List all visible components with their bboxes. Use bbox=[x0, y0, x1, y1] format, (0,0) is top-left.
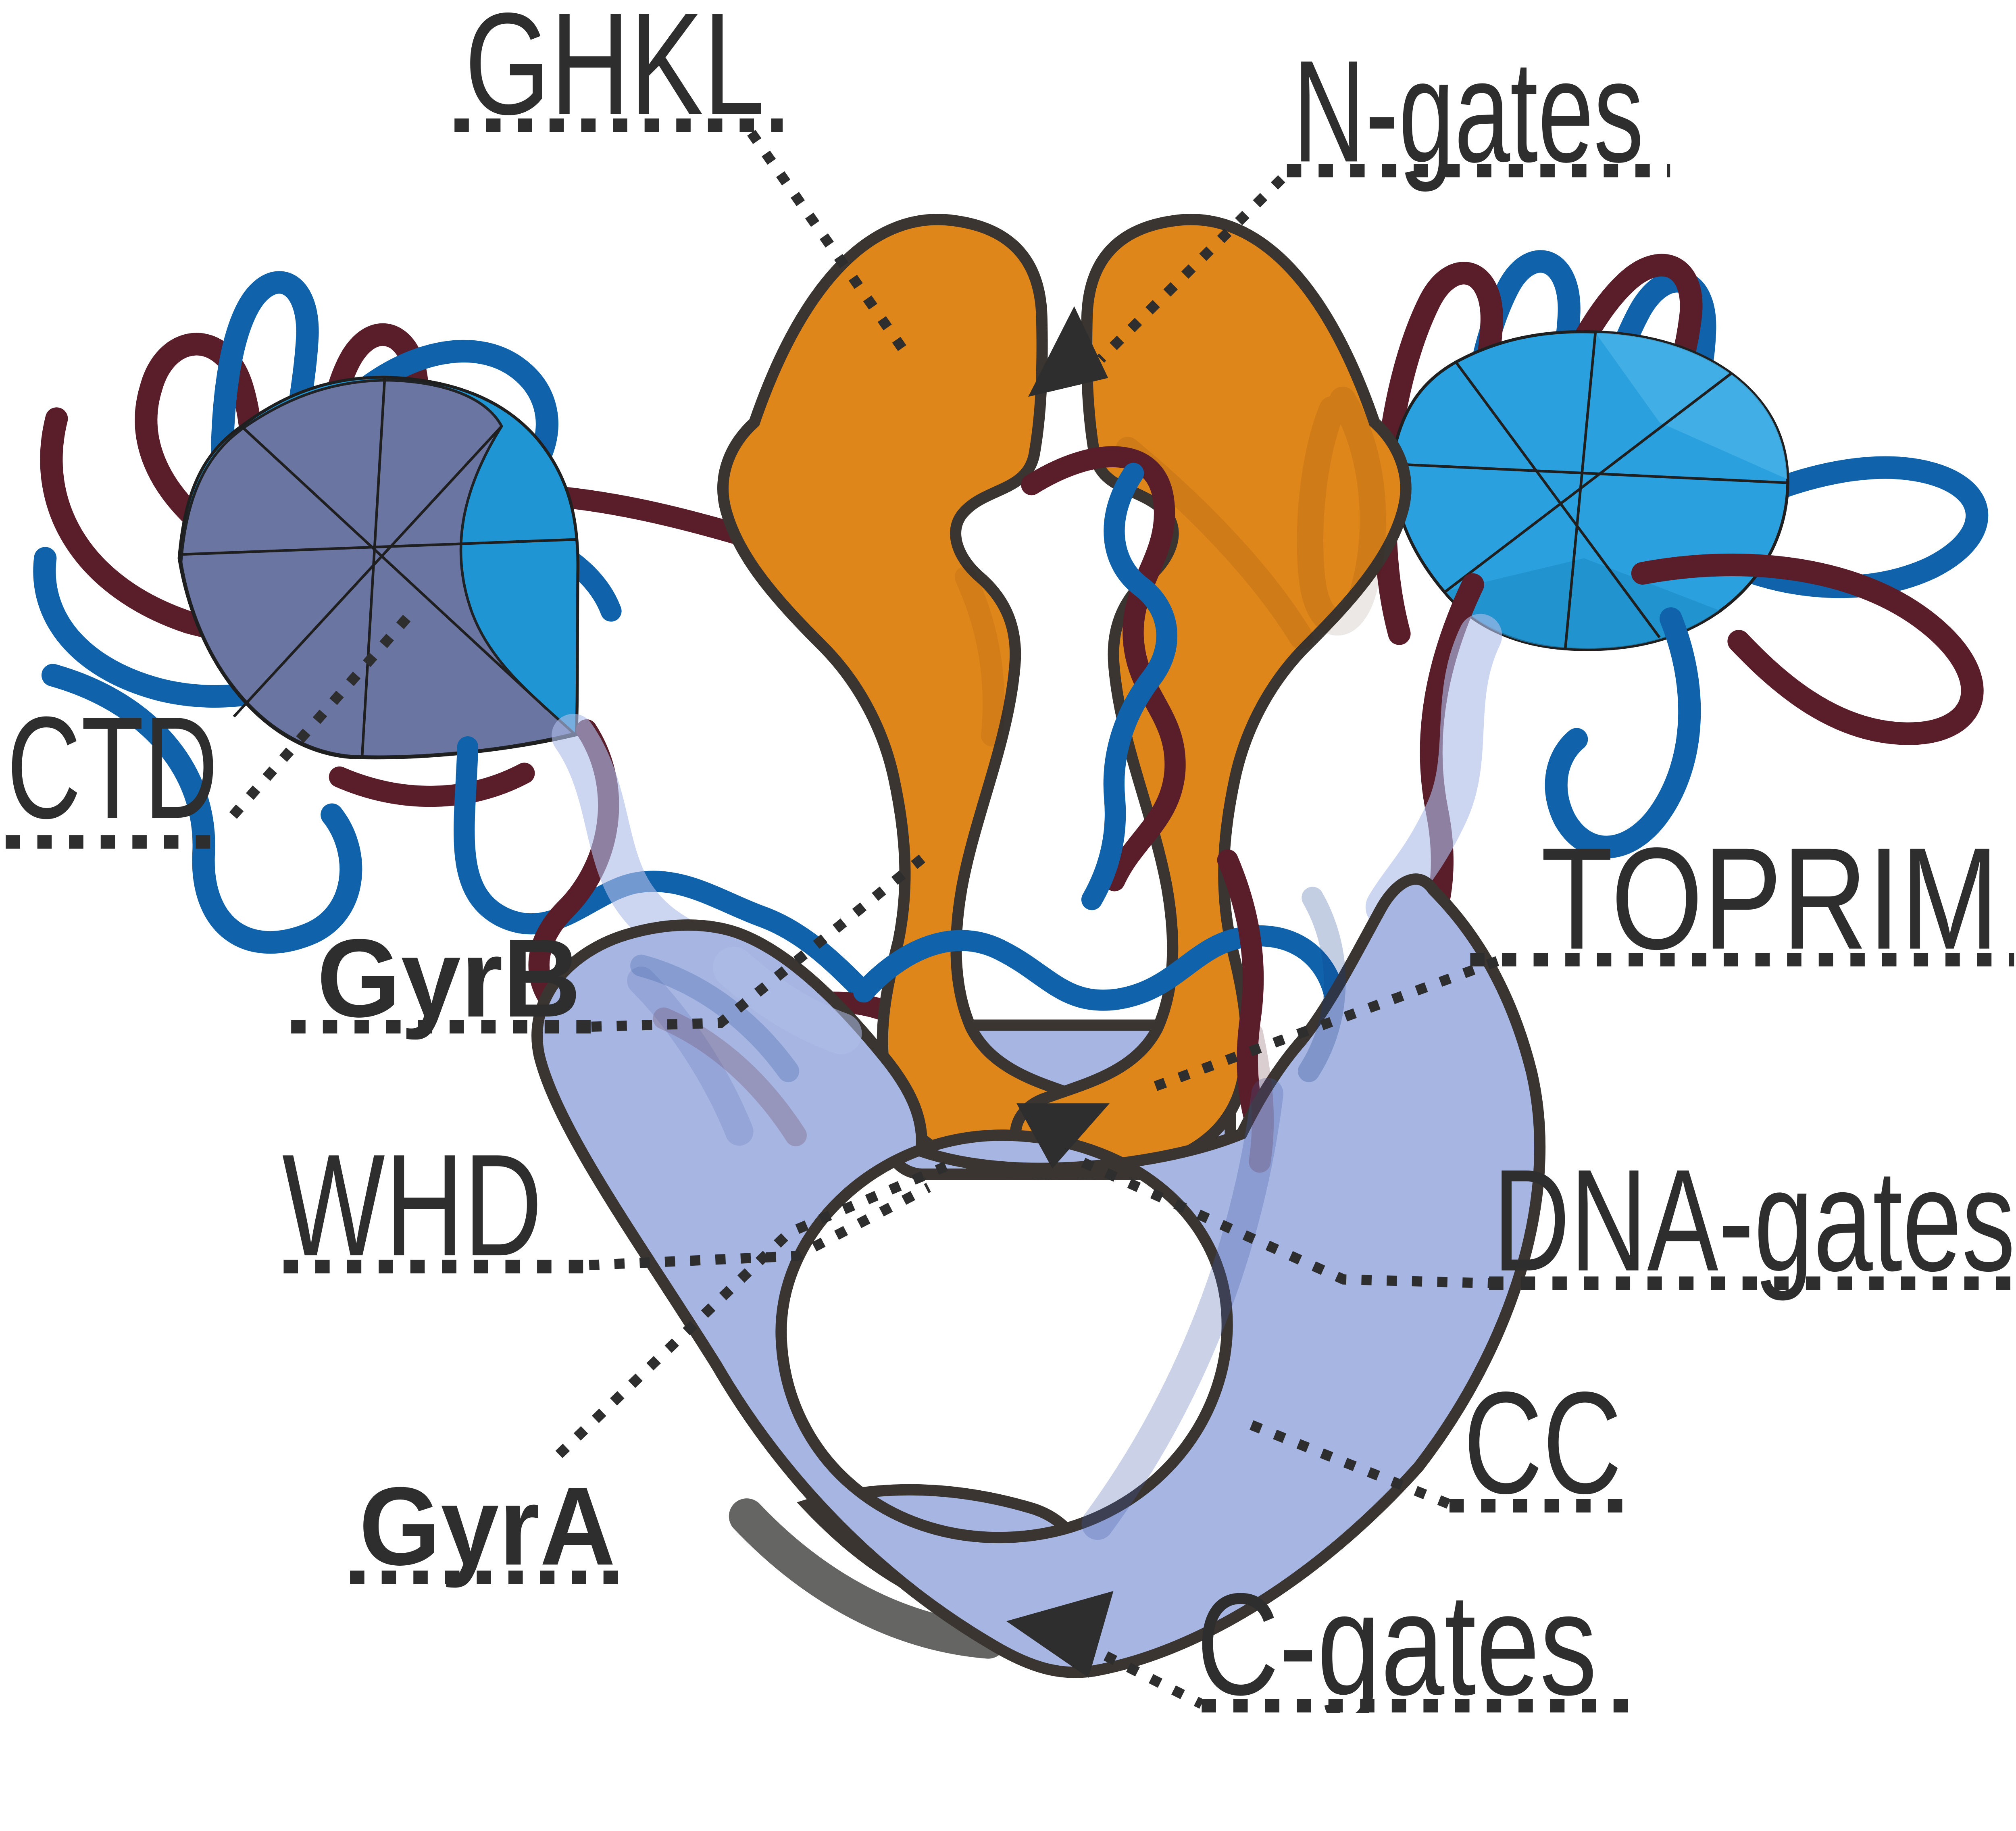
dna-strand-blue bbox=[1545, 607, 1701, 858]
dna-strand-blue bbox=[1081, 462, 1178, 910]
n-gate-arrowhead-icon bbox=[1028, 306, 1108, 397]
gate-arrows bbox=[1006, 306, 1114, 1678]
whd-leader bbox=[589, 1183, 931, 1271]
ctd-disc-left bbox=[177, 375, 580, 760]
gyra-body bbox=[531, 873, 1546, 1678]
ctd-disc-right-facet-light bbox=[1595, 333, 1787, 479]
cc-leader bbox=[1250, 1420, 1452, 1509]
diagram-canvas: GHKL N-gates CTD GyrB TOPRIM WHD DNA-gat… bbox=[6, 0, 2016, 1713]
ctd-disc-left-facets bbox=[180, 378, 577, 757]
dna-strand-blue bbox=[41, 664, 362, 954]
dna-gate-arrowhead-icon bbox=[1016, 1103, 1110, 1169]
label-c-gates: C-gates bbox=[1196, 1563, 1597, 1713]
ctd-leader bbox=[229, 610, 414, 819]
label-n-gates: N-gates bbox=[1293, 30, 1644, 193]
label-gyra: GyrA bbox=[359, 1464, 616, 1589]
dna-gates-leader bbox=[1081, 1158, 1489, 1289]
dna-strand-maroon bbox=[329, 762, 535, 807]
ctd-disc-left-face bbox=[179, 379, 577, 758]
gyrase-diagram: GHKL N-gates CTD GyrB TOPRIM WHD DNA-gat… bbox=[6, 0, 2016, 1713]
label-whd: WHD bbox=[282, 1124, 542, 1286]
dna-strand-maroon bbox=[1631, 553, 1984, 745]
ctd-disc-right-facets bbox=[1391, 331, 1788, 649]
label-cc: CC bbox=[1464, 1362, 1622, 1524]
dna-strand-blue bbox=[853, 925, 1346, 1011]
label-ghkl: GHKL bbox=[464, 0, 764, 145]
label-gyrb: GyrB bbox=[317, 916, 581, 1041]
label-toprim: TOPRIM bbox=[1541, 818, 1999, 980]
label-underlines bbox=[6, 118, 2016, 1712]
ghkl-leader bbox=[747, 130, 912, 360]
leader-lines bbox=[229, 130, 1500, 1709]
dna-strand-maroon bbox=[1021, 446, 1186, 892]
label-ctd: CTD bbox=[7, 687, 218, 849]
labels: GHKL N-gates CTD GyrB TOPRIM WHD DNA-gat… bbox=[7, 0, 2015, 1713]
gyra-inner-shading-and-dna-ghosts bbox=[627, 887, 1346, 1540]
limb-shadow bbox=[729, 1498, 1006, 1659]
c-gate-arrowhead-icon bbox=[1006, 1591, 1114, 1678]
c-gates-leader bbox=[1104, 1651, 1204, 1709]
n-gates-leader bbox=[1097, 175, 1285, 363]
gyra-main-body bbox=[531, 873, 1546, 1678]
gyrb-leader bbox=[591, 849, 932, 1032]
label-dna-gates: DNA-gates bbox=[1493, 1139, 2016, 1302]
gyra-leader bbox=[555, 1161, 948, 1458]
